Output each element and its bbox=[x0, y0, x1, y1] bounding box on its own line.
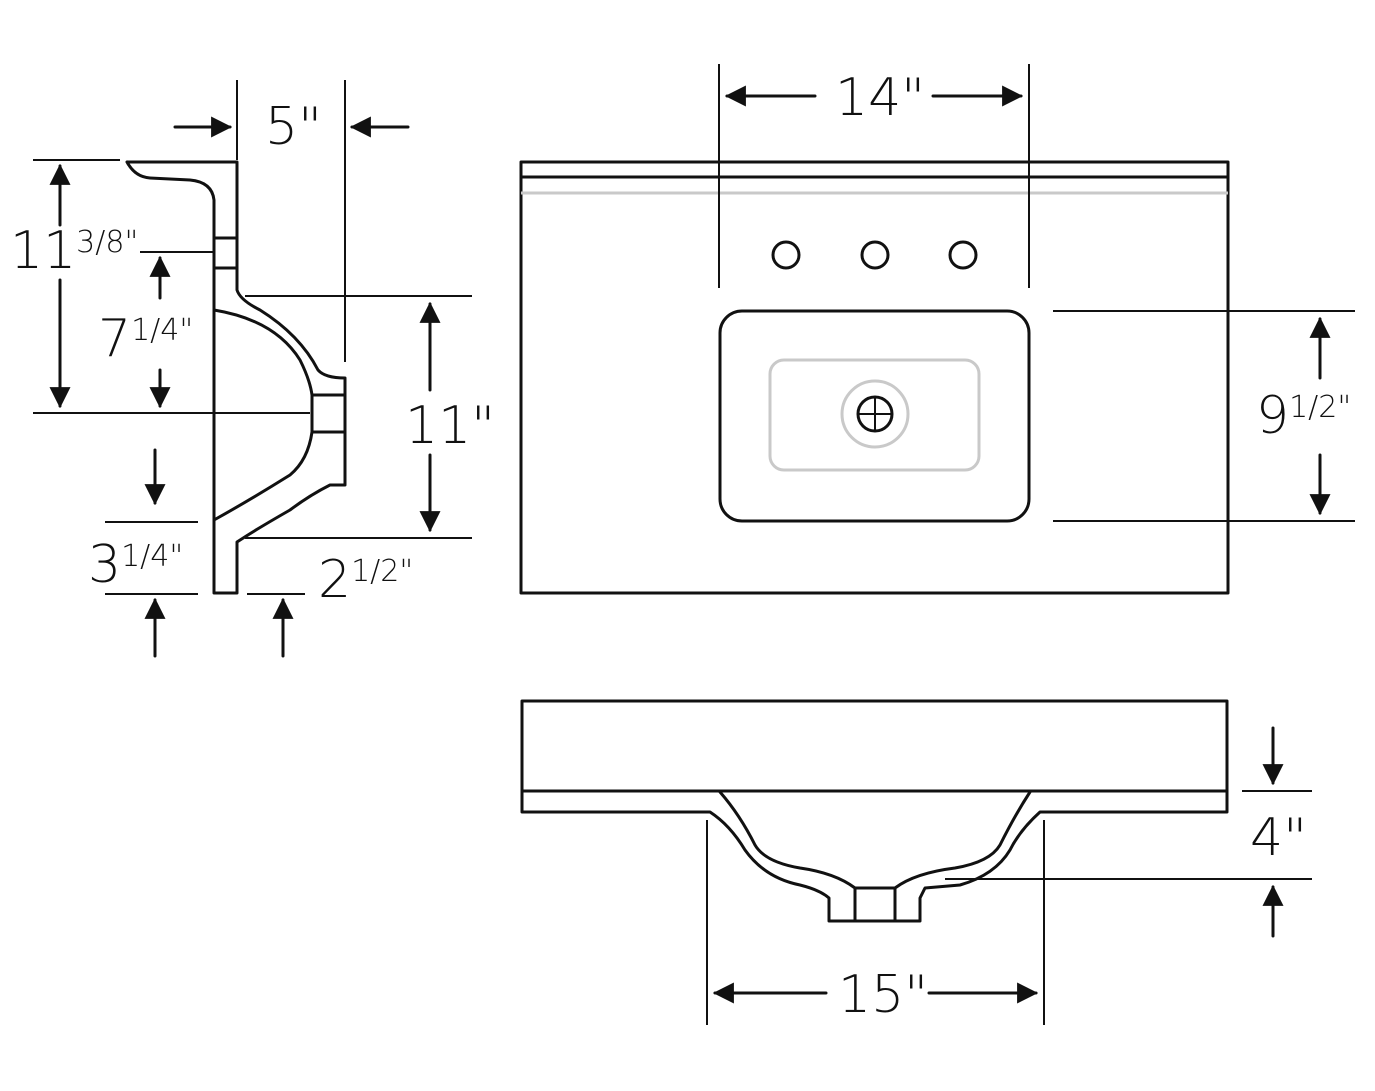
label-faucet-spread: 14" bbox=[835, 68, 925, 128]
side-view: 5" 113/8" 71/4" 11" 31/4" 21/2" bbox=[10, 80, 495, 658]
label-overall-height: 113/8" bbox=[10, 221, 138, 281]
faucet-hole-right bbox=[948, 240, 978, 270]
label-deck-height: 4" bbox=[1250, 808, 1307, 868]
front-view: 15" 4" bbox=[520, 699, 1312, 1025]
top-view: 14" 91/2" bbox=[519, 64, 1355, 595]
front-bowl-curve bbox=[718, 790, 1032, 890]
top-bowl-outline bbox=[718, 309, 1031, 523]
label-setback: 21/2" bbox=[318, 550, 413, 610]
drain-outer bbox=[840, 379, 910, 449]
label-bowl-depth: 91/2" bbox=[1256, 386, 1351, 446]
front-drain bbox=[853, 886, 897, 923]
label-bowl-height: 11" bbox=[405, 396, 495, 456]
side-profile-outline bbox=[125, 160, 347, 595]
faucet-hole-center bbox=[860, 240, 890, 270]
faucet-hole-left bbox=[771, 240, 801, 270]
label-lower-height: 31/4" bbox=[88, 535, 183, 595]
label-bowl-width: 15" bbox=[838, 965, 928, 1025]
top-bowl-basin bbox=[768, 358, 981, 472]
top-countertop-outline bbox=[519, 160, 1230, 595]
side-drain bbox=[310, 393, 347, 434]
label-rim-to-drain: 71/4" bbox=[98, 309, 193, 369]
label-depth: 5" bbox=[265, 97, 322, 157]
front-countertop-outline bbox=[520, 699, 1229, 923]
